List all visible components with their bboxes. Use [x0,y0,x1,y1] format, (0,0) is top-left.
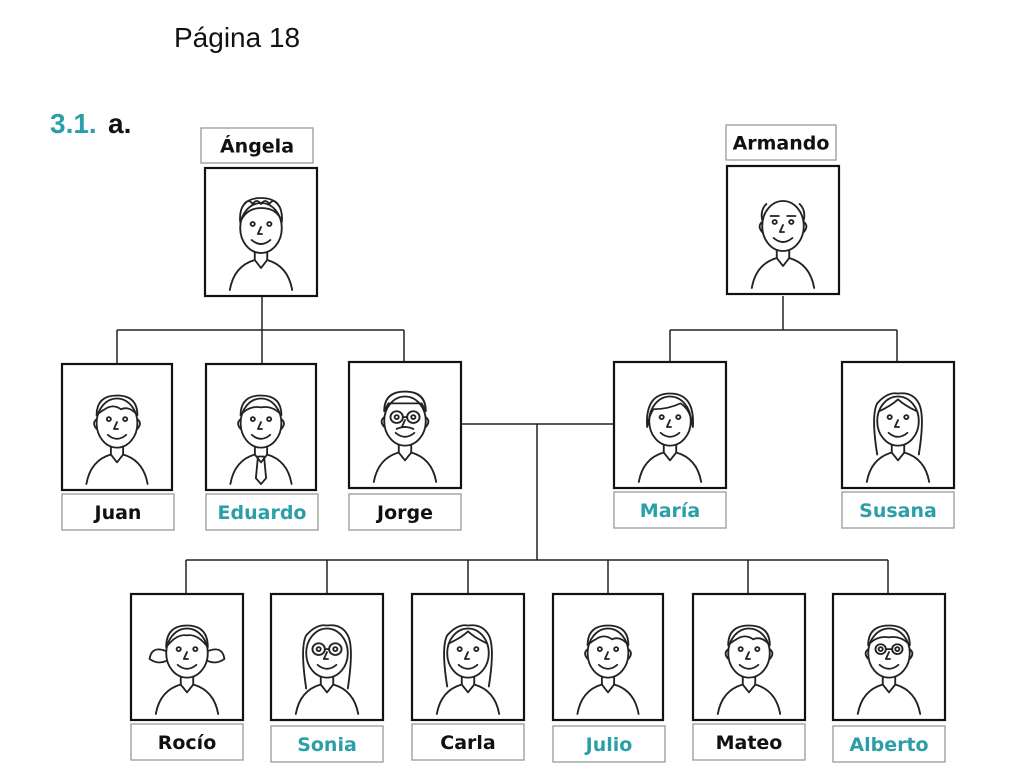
portrait-frame-jorge [347,360,463,490]
name-label-box-armando [725,124,837,161]
person-maria: María [612,360,728,529]
portrait-frame-angela [203,166,319,298]
portrait-drawing-rocio [148,624,226,715]
name-label-mateo: Mateo [716,732,783,754]
name-label-angela: Ángela [220,135,294,158]
portrait-drawing-mateo [716,624,782,715]
portrait-drawing-eduardo [229,394,293,485]
name-label-julio: Julio [584,734,633,756]
person-alberto: Alberto [831,592,947,763]
portrait-drawing-susana [865,392,931,483]
person-rocio: Rocío [129,592,245,761]
person-sonia: Sonia [269,592,385,763]
name-label-box-julio [552,725,666,763]
name-label-box-sonia [270,725,384,763]
portrait-frame-juan [60,362,174,492]
name-label-rocio: Rocío [158,732,217,754]
name-label-alberto: Alberto [849,734,928,756]
portrait-drawing-julio [576,624,640,715]
page-title: Página 18 [174,22,301,53]
name-label-box-susana [841,491,955,529]
portrait-drawing-juan [85,394,149,485]
name-label-box-angela [200,127,314,164]
name-label-maria: María [640,500,700,522]
name-label-armando: Armando [733,133,830,155]
portrait-drawing-alberto [856,624,922,715]
person-eduardo: Eduardo [204,362,319,531]
name-label-box-eduardo [205,493,319,531]
portrait-drawing-sonia [294,624,360,715]
portrait-frame-julio [551,592,665,722]
name-label-susana: Susana [859,500,937,522]
name-label-box-carla [411,723,525,761]
portrait-frame-alberto [831,592,947,722]
name-label-jorge: Jorge [375,502,433,524]
name-label-box-rocio [130,723,244,761]
portrait-drawing-maria [637,392,703,483]
name-label-carla: Carla [440,732,495,754]
portrait-frame-sonia [269,592,385,722]
portrait-frame-maria [612,360,728,490]
person-armando: Armando [725,124,841,296]
exercise-letter: a. [108,108,132,139]
person-susana: Susana [840,360,956,529]
person-julio: Julio [551,592,666,763]
portrait-drawing-angela [228,197,294,291]
portrait-drawing-armando [750,200,816,289]
name-label-eduardo: Eduardo [218,502,307,524]
name-label-box-juan [61,493,175,531]
portrait-drawing-jorge [372,390,438,483]
person-mateo: Mateo [691,592,807,761]
portrait-frame-mateo [691,592,807,722]
person-juan: Juan [60,362,175,531]
person-jorge: Jorge [347,360,463,531]
portrait-frame-rocio [129,592,245,722]
portrait-drawing-carla [435,624,501,715]
name-label-box-mateo [692,723,806,761]
name-label-sonia: Sonia [297,734,357,756]
portrait-frame-carla [410,592,526,722]
portrait-frame-eduardo [204,362,318,492]
portrait-frame-armando [725,164,841,296]
portrait-frame-susana [840,360,956,490]
person-carla: Carla [410,592,526,761]
person-angela: Ángela [200,127,319,298]
name-label-box-maria [613,491,727,529]
name-label-box-alberto [832,725,946,763]
connector-lines [116,296,898,594]
name-label-box-jorge [348,493,462,531]
exercise-number: 3.1. [50,108,97,139]
name-label-juan: Juan [93,502,142,524]
